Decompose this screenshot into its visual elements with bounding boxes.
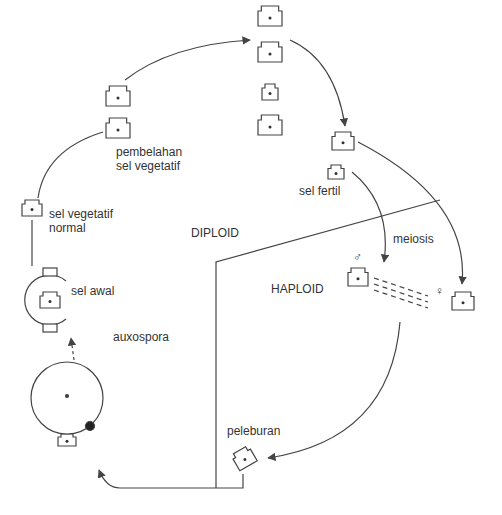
diatom-cell xyxy=(231,445,257,471)
cell-nucleus xyxy=(269,53,272,56)
cell-nucleus xyxy=(66,440,69,443)
cycle-line xyxy=(38,132,103,198)
diatom-cell xyxy=(452,292,474,310)
stage-label: sel vegetatif normal xyxy=(48,207,132,235)
diatom-cell xyxy=(106,118,130,138)
phase-divider xyxy=(216,200,440,488)
stage-label: peleburan xyxy=(226,424,281,438)
diatom-cell xyxy=(258,42,282,62)
cell-outline xyxy=(262,84,278,100)
cell-outline xyxy=(106,86,130,106)
diatom-cell xyxy=(262,84,278,100)
cycle-arrow xyxy=(99,470,243,488)
cell-outline xyxy=(58,434,76,446)
cell-nucleus xyxy=(243,458,247,462)
cell-outline xyxy=(258,115,282,135)
auxospore-dot xyxy=(86,422,95,431)
diatom-cell xyxy=(332,132,354,150)
stage-label: ♂ xyxy=(352,250,363,264)
stage-label: DIPLOID xyxy=(190,226,240,240)
cycle-arrow xyxy=(268,322,400,458)
cell-nucleus xyxy=(357,277,360,280)
initial-cell-cap xyxy=(43,268,57,276)
gamete-dash xyxy=(374,290,428,308)
diatom-cell xyxy=(258,6,282,26)
cell-outline xyxy=(348,268,368,286)
initial-cell-envelope xyxy=(25,275,66,325)
cell-outline xyxy=(22,200,42,216)
cell-outline xyxy=(258,6,282,26)
cell-outline xyxy=(332,132,354,150)
stage-label: ♀ xyxy=(434,284,445,298)
stage-label: sel awal xyxy=(70,284,115,298)
diatom-cell xyxy=(40,292,60,308)
cell-outline xyxy=(328,165,344,179)
initial-cell-cap xyxy=(43,324,57,332)
stage-label: meiosis xyxy=(392,232,435,246)
cell-nucleus xyxy=(335,172,338,175)
cell-outline xyxy=(231,445,257,471)
cycle-arrow xyxy=(125,40,250,80)
cell-outline xyxy=(106,118,130,138)
diatom-cell xyxy=(258,115,282,135)
cycle-arrow xyxy=(290,40,345,126)
cell-nucleus xyxy=(342,141,345,144)
cycle-arrow xyxy=(358,142,463,284)
cell-outline xyxy=(452,292,474,310)
cell-nucleus xyxy=(117,97,120,100)
diatom-cell xyxy=(58,434,76,446)
cell-nucleus xyxy=(49,300,52,303)
cell-nucleus xyxy=(462,301,465,304)
cell-nucleus xyxy=(269,17,272,20)
cell-nucleus xyxy=(117,129,120,132)
cell-outline xyxy=(40,292,60,308)
diatom-cell xyxy=(328,165,344,179)
cell-nucleus xyxy=(269,126,272,129)
auxospore-nucleus xyxy=(66,395,69,398)
stage-label: sel fertil xyxy=(298,184,341,198)
stage-label: HAPLOID xyxy=(270,282,325,296)
diatom-cell xyxy=(348,268,368,286)
cycle-line xyxy=(31,220,32,266)
diatom-cell xyxy=(106,86,130,106)
cell-nucleus xyxy=(31,208,34,211)
stage-label: pembelahan sel vegetatif xyxy=(115,145,199,173)
cell-outline xyxy=(258,42,282,62)
cell-nucleus xyxy=(269,92,272,95)
diatom-cell xyxy=(22,200,42,216)
stage-label: auxospora xyxy=(112,330,170,344)
cycle-arrow xyxy=(71,338,74,360)
auxospore-circle xyxy=(31,362,103,434)
